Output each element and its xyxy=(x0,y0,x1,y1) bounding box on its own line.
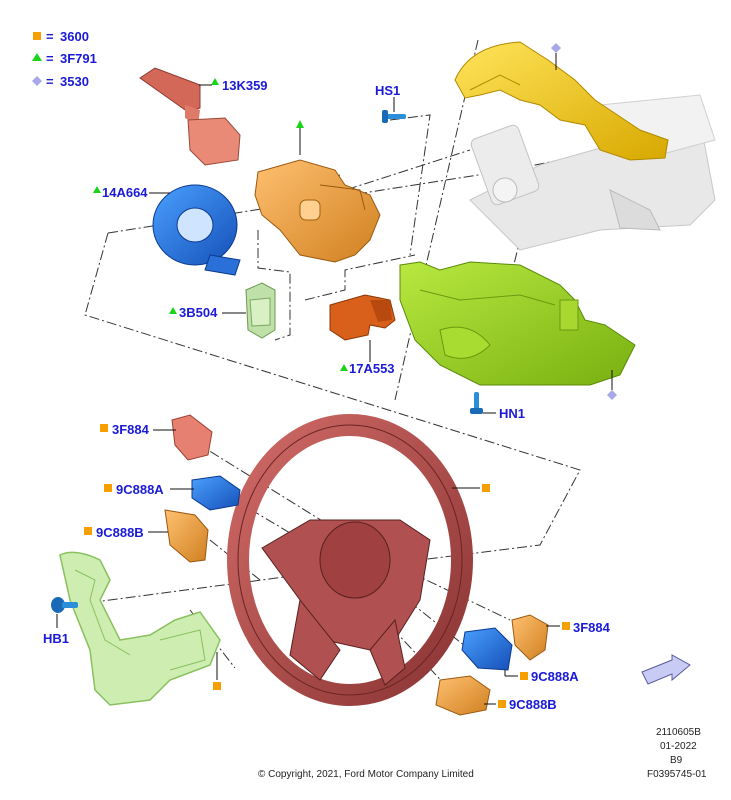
lower-shroud xyxy=(399,261,636,400)
triangle-marker-17A553 xyxy=(340,364,348,371)
triangle-marker-3B504 xyxy=(169,307,177,314)
legend-diamond-marker xyxy=(32,76,42,86)
triangle-marker-housing xyxy=(296,120,304,128)
footer-code: B9 xyxy=(670,755,683,766)
screw-hn1 xyxy=(470,392,496,414)
legend-triangle-marker xyxy=(32,53,42,61)
label-hn1: HN1 xyxy=(499,406,525,421)
clockspring-14A664 xyxy=(93,184,241,276)
screw-hb1 xyxy=(51,597,78,628)
legend: = 3600 = 3F791 = 3530 xyxy=(32,29,97,89)
label-hs1: HS1 xyxy=(375,83,400,98)
legend-square-marker xyxy=(33,32,41,40)
square-marker-3F884-left xyxy=(100,424,108,432)
legend-eq-3: = xyxy=(46,74,54,89)
square-marker-bezel xyxy=(213,682,221,690)
switch-9C888B-right xyxy=(435,675,506,716)
footer-date: 01-2022 xyxy=(660,741,697,752)
square-marker-9C888A-right xyxy=(520,672,528,680)
label-9C888B-right: 9C888B xyxy=(509,697,557,712)
steering-wheel xyxy=(227,414,490,706)
screw-hs1 xyxy=(382,97,406,123)
label-hb1: HB1 xyxy=(43,631,69,646)
footer-copyright: © Copyright, 2021, Ford Motor Company Li… xyxy=(258,769,474,780)
square-marker-wheel xyxy=(482,484,490,492)
upper-shroud xyxy=(454,41,669,161)
stalk-13K359 xyxy=(139,67,241,166)
footer-ref-number: 2110605B xyxy=(656,727,701,738)
label-3B504: 3B504 xyxy=(179,305,218,320)
label-3F884-left: 3F884 xyxy=(112,422,150,437)
triangle-marker-13K359 xyxy=(211,78,219,85)
bezel xyxy=(59,551,221,706)
label-9C888A-right: 9C888A xyxy=(531,669,579,684)
diamond-marker-lower-shroud xyxy=(607,390,617,400)
direction-arrow-icon xyxy=(641,654,691,685)
square-marker-3F884-right xyxy=(562,622,570,630)
switch-9C888B-left xyxy=(84,509,209,563)
legend-code-3530: 3530 xyxy=(60,74,89,89)
square-marker-9C888B-right xyxy=(498,700,506,708)
switch-3F884-right xyxy=(511,614,570,661)
switch-3F884-left xyxy=(100,414,213,461)
switch-9C888A-right xyxy=(461,627,528,680)
switch-housing-3F791 xyxy=(254,120,381,263)
label-17A553: 17A553 xyxy=(349,361,395,376)
switch-17A553 xyxy=(329,294,396,371)
legend-code-3600: 3600 xyxy=(60,29,89,44)
legend-code-3F791: 3F791 xyxy=(60,51,97,66)
label-3F884-right: 3F884 xyxy=(573,620,611,635)
label-9C888A-left: 9C888A xyxy=(116,482,164,497)
diamond-marker-upper-shroud xyxy=(551,43,561,53)
square-marker-9C888A-left xyxy=(104,484,112,492)
footer-figure-id: F0395745-01 xyxy=(647,769,707,780)
label-9C888B-left: 9C888B xyxy=(96,525,144,540)
label-14A664: 14A664 xyxy=(102,185,148,200)
switch-3B504 xyxy=(169,282,276,339)
triangle-marker-14A664 xyxy=(93,186,101,193)
switch-9C888A-left xyxy=(104,475,241,511)
label-13K359: 13K359 xyxy=(222,78,268,93)
square-marker-9C888B-left xyxy=(84,527,92,535)
legend-eq-1: = xyxy=(46,29,54,44)
legend-eq-2: = xyxy=(46,51,54,66)
